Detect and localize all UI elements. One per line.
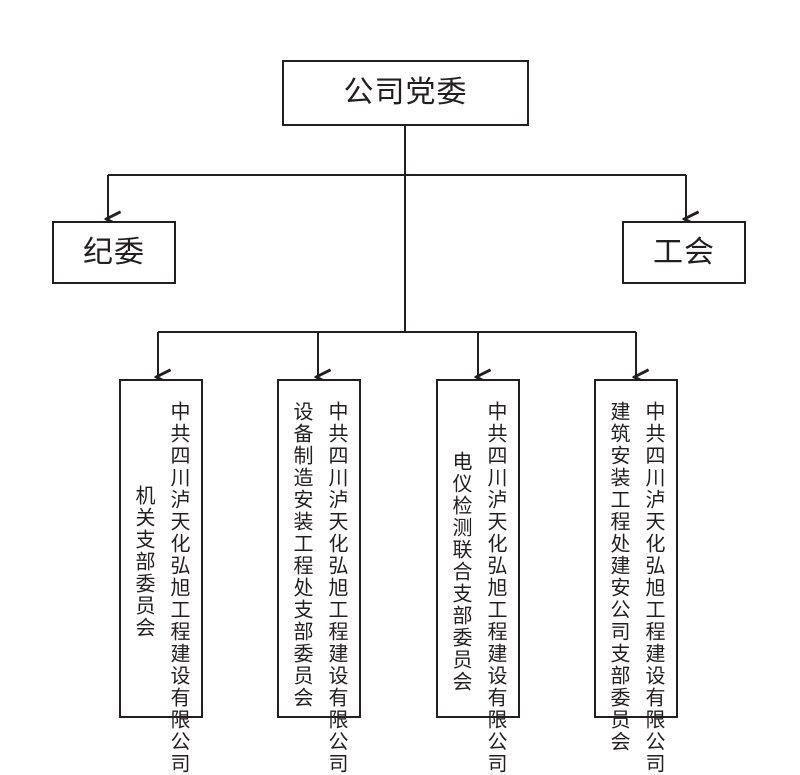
branch-node-4-org: 中共四川泸天化弘旭工程建设有限公司: [642, 401, 666, 775]
side-node-trade-union: 工会: [622, 221, 746, 284]
branch-node-2: 中共四川泸天化弘旭工程建设有限公司 设备制造安装工程处支部委员会: [277, 379, 361, 775]
side-node-left-label: 纪委: [83, 234, 145, 270]
branch-node-1-unit: 机关支部委员会: [132, 485, 156, 639]
branch-node-2-org: 中共四川泸天化弘旭工程建设有限公司: [325, 401, 349, 775]
branch-node-1-org: 中共四川泸天化弘旭工程建设有限公司: [167, 401, 191, 775]
branch-node-4: 中共四川泸天化弘旭工程建设有限公司 建筑安装工程处建安公司支部委员会: [594, 379, 678, 775]
root-node-party-committee: 公司党委: [282, 60, 529, 126]
side-node-discipline-committee: 纪委: [52, 221, 176, 284]
branch-node-3-unit: 电仪检测联合支部委员会: [449, 451, 473, 693]
root-node-label: 公司党委: [343, 75, 468, 110]
branch-node-3-org: 中共四川泸天化弘旭工程建设有限公司: [484, 401, 508, 775]
side-node-right-label: 工会: [653, 234, 715, 270]
branch-node-1: 中共四川泸天化弘旭工程建设有限公司 机关支部委员会: [119, 379, 203, 775]
branch-node-4-unit: 建筑安装工程处建安公司支部委员会: [607, 401, 631, 753]
branch-node-3: 中共四川泸天化弘旭工程建设有限公司 电仪检测联合支部委员会: [436, 379, 520, 775]
branch-node-2-unit: 设备制造安装工程处支部委员会: [290, 401, 314, 709]
